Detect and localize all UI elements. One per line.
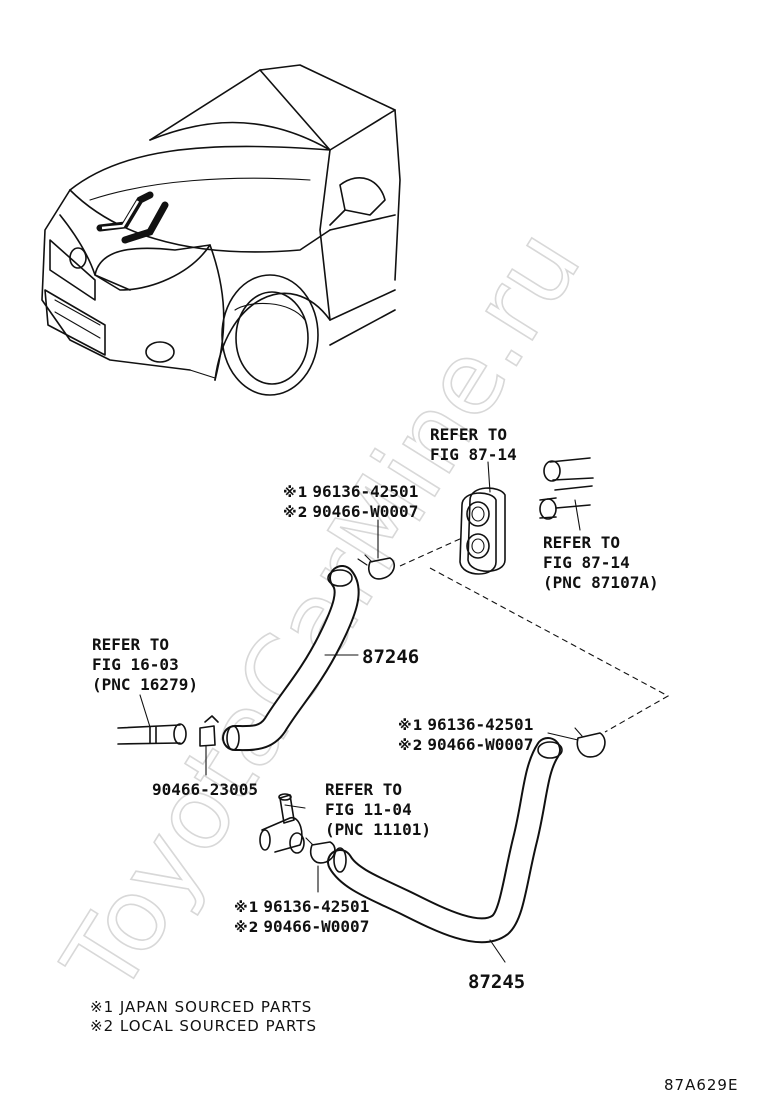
part-number-87246: 87246 <box>362 646 419 668</box>
callout-refer-fig-16-03: REFER TO FIG 16-03 (PNC 16279) <box>92 635 198 694</box>
callout-line-1: REFER TO <box>325 780 402 799</box>
callout-line-1: REFER TO <box>92 635 169 654</box>
part-number-87245: 87245 <box>468 971 525 993</box>
callout-line-1: REFER TO <box>543 533 620 552</box>
clamp-grommet <box>357 519 396 580</box>
figure-code: 87A629E <box>664 1076 738 1094</box>
callout-line-2: FIG 87-14 <box>543 553 630 572</box>
leader-grommet <box>399 537 463 567</box>
callout-refer-fig-87-14-pipes: REFER TO FIG 87-14 (PNC 87107A) <box>543 533 659 592</box>
callout-refer-fig-87-14-top: REFER TO FIG 87-14 <box>430 425 517 464</box>
callout-refer-fig-11-04: REFER TO FIG 11-04 (PNC 11101) <box>325 780 431 839</box>
callout-line-1: REFER TO <box>430 425 507 444</box>
callout-line-3: (PNC 16279) <box>92 675 198 694</box>
heater-pipes <box>539 457 594 531</box>
callout-line-3: (PNC 87107A) <box>543 573 659 592</box>
legend-japan-sourced: ※1 JAPAN SOURCED PARTS <box>90 998 312 1016</box>
hose-87246 <box>222 565 360 752</box>
clamp-bottom <box>305 837 336 893</box>
part-number-90466-23005: 90466-23005 <box>152 780 258 799</box>
water-outlet <box>259 793 306 854</box>
callout-line-2: FIG 11-04 <box>325 800 412 819</box>
vehicle-illustration <box>41 64 401 396</box>
engine-pipe-left <box>117 694 187 745</box>
leader-pipes <box>429 567 670 733</box>
callout-line-2: FIG 16-03 <box>92 655 179 674</box>
callout-line-2: FIG 87-14 <box>430 445 517 464</box>
clamp-90466-23005 <box>199 715 219 776</box>
callout-line-3: (PNC 11101) <box>325 820 431 839</box>
grommet <box>459 461 506 575</box>
hose-87245 <box>327 737 563 963</box>
clamp-middle <box>547 727 606 758</box>
legend: ※1 JAPAN SOURCED PARTS ※2 LOCAL SOURCED … <box>90 998 317 1035</box>
legend-local-sourced: ※2 LOCAL SOURCED PARTS <box>90 1017 317 1035</box>
